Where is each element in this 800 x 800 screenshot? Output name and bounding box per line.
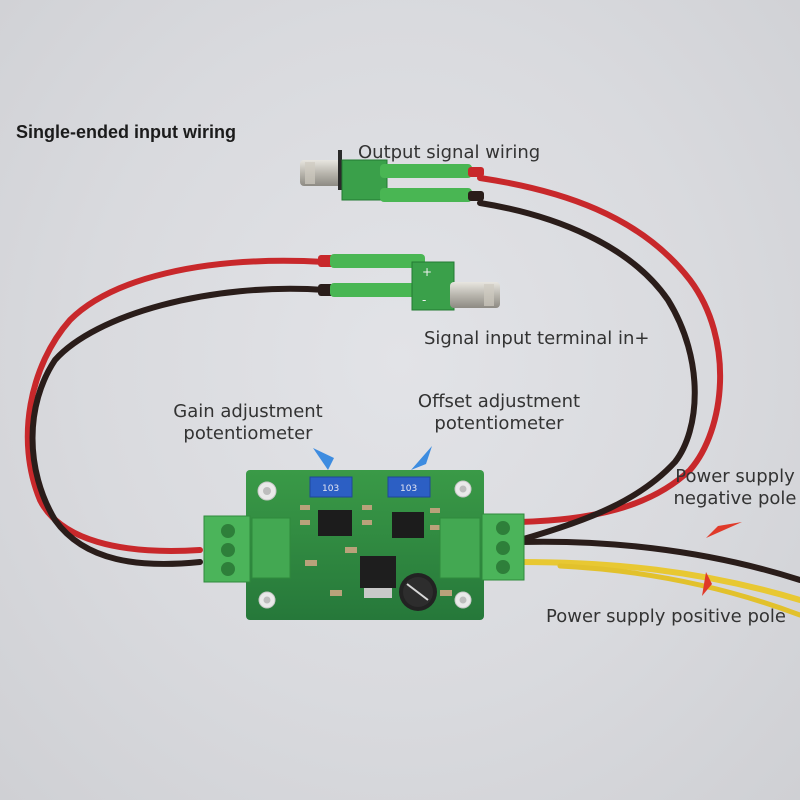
wire-red-right-loop: [477, 175, 724, 525]
positive-pole-arrow: [702, 572, 712, 596]
gain-label: Gain adjustment potentiometer: [170, 401, 326, 444]
output-signal-connector: [300, 150, 484, 202]
left-terminal-block: [203, 515, 291, 583]
op-amp-chip: [318, 510, 352, 536]
svg-text:103: 103: [322, 484, 339, 494]
negative-pole-arrow: [706, 522, 742, 538]
negative-pole-label: Power supply negative pole: [672, 466, 798, 509]
offset-potentiometer: [387, 476, 431, 498]
gain-label-line2: potentiometer: [183, 422, 313, 444]
right-terminal-block: [439, 513, 525, 581]
voltage-regulator: [360, 556, 396, 588]
svg-text:103: 103: [400, 484, 417, 494]
negative-pole-line2: negative pole: [673, 487, 797, 509]
offset-label-line2: potentiometer: [434, 412, 564, 434]
wire-black-right-loop: [477, 200, 698, 543]
wire-red-left-loop: [24, 257, 328, 554]
positive-pole-label: Power supply positive pole: [546, 606, 786, 627]
signal-input-connector: + -: [318, 254, 500, 311]
offset-label-line1: Offset adjustment: [417, 391, 581, 412]
wire-yellow-power: [517, 559, 800, 603]
page-title: Single-ended input wiring: [16, 122, 236, 142]
output-wiring-label: Output signal wiring: [358, 142, 541, 163]
signal-input-label: Signal input terminal in+: [424, 328, 650, 349]
op-amp-chip: [392, 512, 424, 538]
wire-yellow-power-2: [557, 563, 800, 618]
gain-label-line1: Gain adjustment: [173, 401, 323, 422]
minus-mark: -: [422, 293, 426, 307]
negative-pole-line1: Power supply: [675, 466, 795, 487]
offset-label: Offset adjustment potentiometer: [414, 391, 584, 434]
gain-potentiometer: [309, 476, 353, 498]
plus-mark: +: [422, 265, 432, 279]
wire-black-power: [517, 538, 800, 583]
gain-arrow: [313, 448, 334, 470]
offset-arrow: [411, 446, 432, 470]
wire-black-left-loop: [29, 285, 328, 567]
main-pcb: 103 103: [246, 470, 484, 620]
wire-harness: [24, 175, 800, 618]
